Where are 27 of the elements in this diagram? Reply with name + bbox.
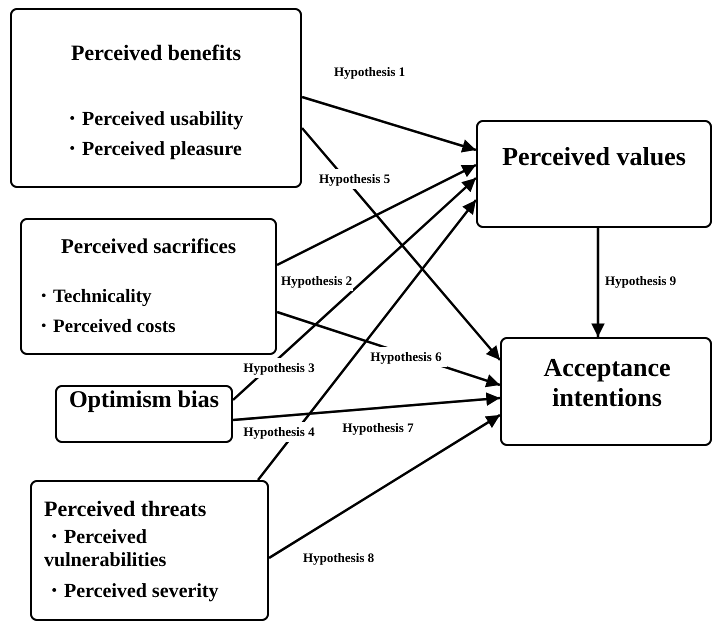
bullet-item: ・Perceived severity [44,580,219,603]
arrow [276,164,477,266]
arrow [268,414,501,560]
bullet-item: ・Perceived usability [62,108,244,131]
construct-title: Acceptance intentions [542,353,672,413]
construct-box [10,8,302,188]
arrow [232,177,477,401]
construct-title: Perceived threats [44,496,206,522]
construct-title: Optimism bias [68,387,220,415]
bullet-item: ・Technicality [34,286,152,308]
arrow [591,228,605,337]
construct-box [476,120,712,228]
arrow [301,127,501,361]
arrow [232,392,500,422]
construct-box [55,385,233,443]
edge-label: Hypothesis 5 [318,169,392,188]
construct-title: Perceived sacrifices [60,234,238,258]
construct-box [500,337,712,446]
construct-box [20,218,277,355]
construct-title: Perceived values [501,142,687,172]
arrow [302,96,476,153]
bullet-item: ・Perceived vulnerabilities [44,526,168,572]
bullet-item: ・Perceived costs [34,316,176,338]
construct-box [30,480,269,621]
bullet-item: ・Perceived pleasure [62,138,242,161]
construct-title: Perceived benefits [70,40,242,66]
arrow [257,199,477,481]
